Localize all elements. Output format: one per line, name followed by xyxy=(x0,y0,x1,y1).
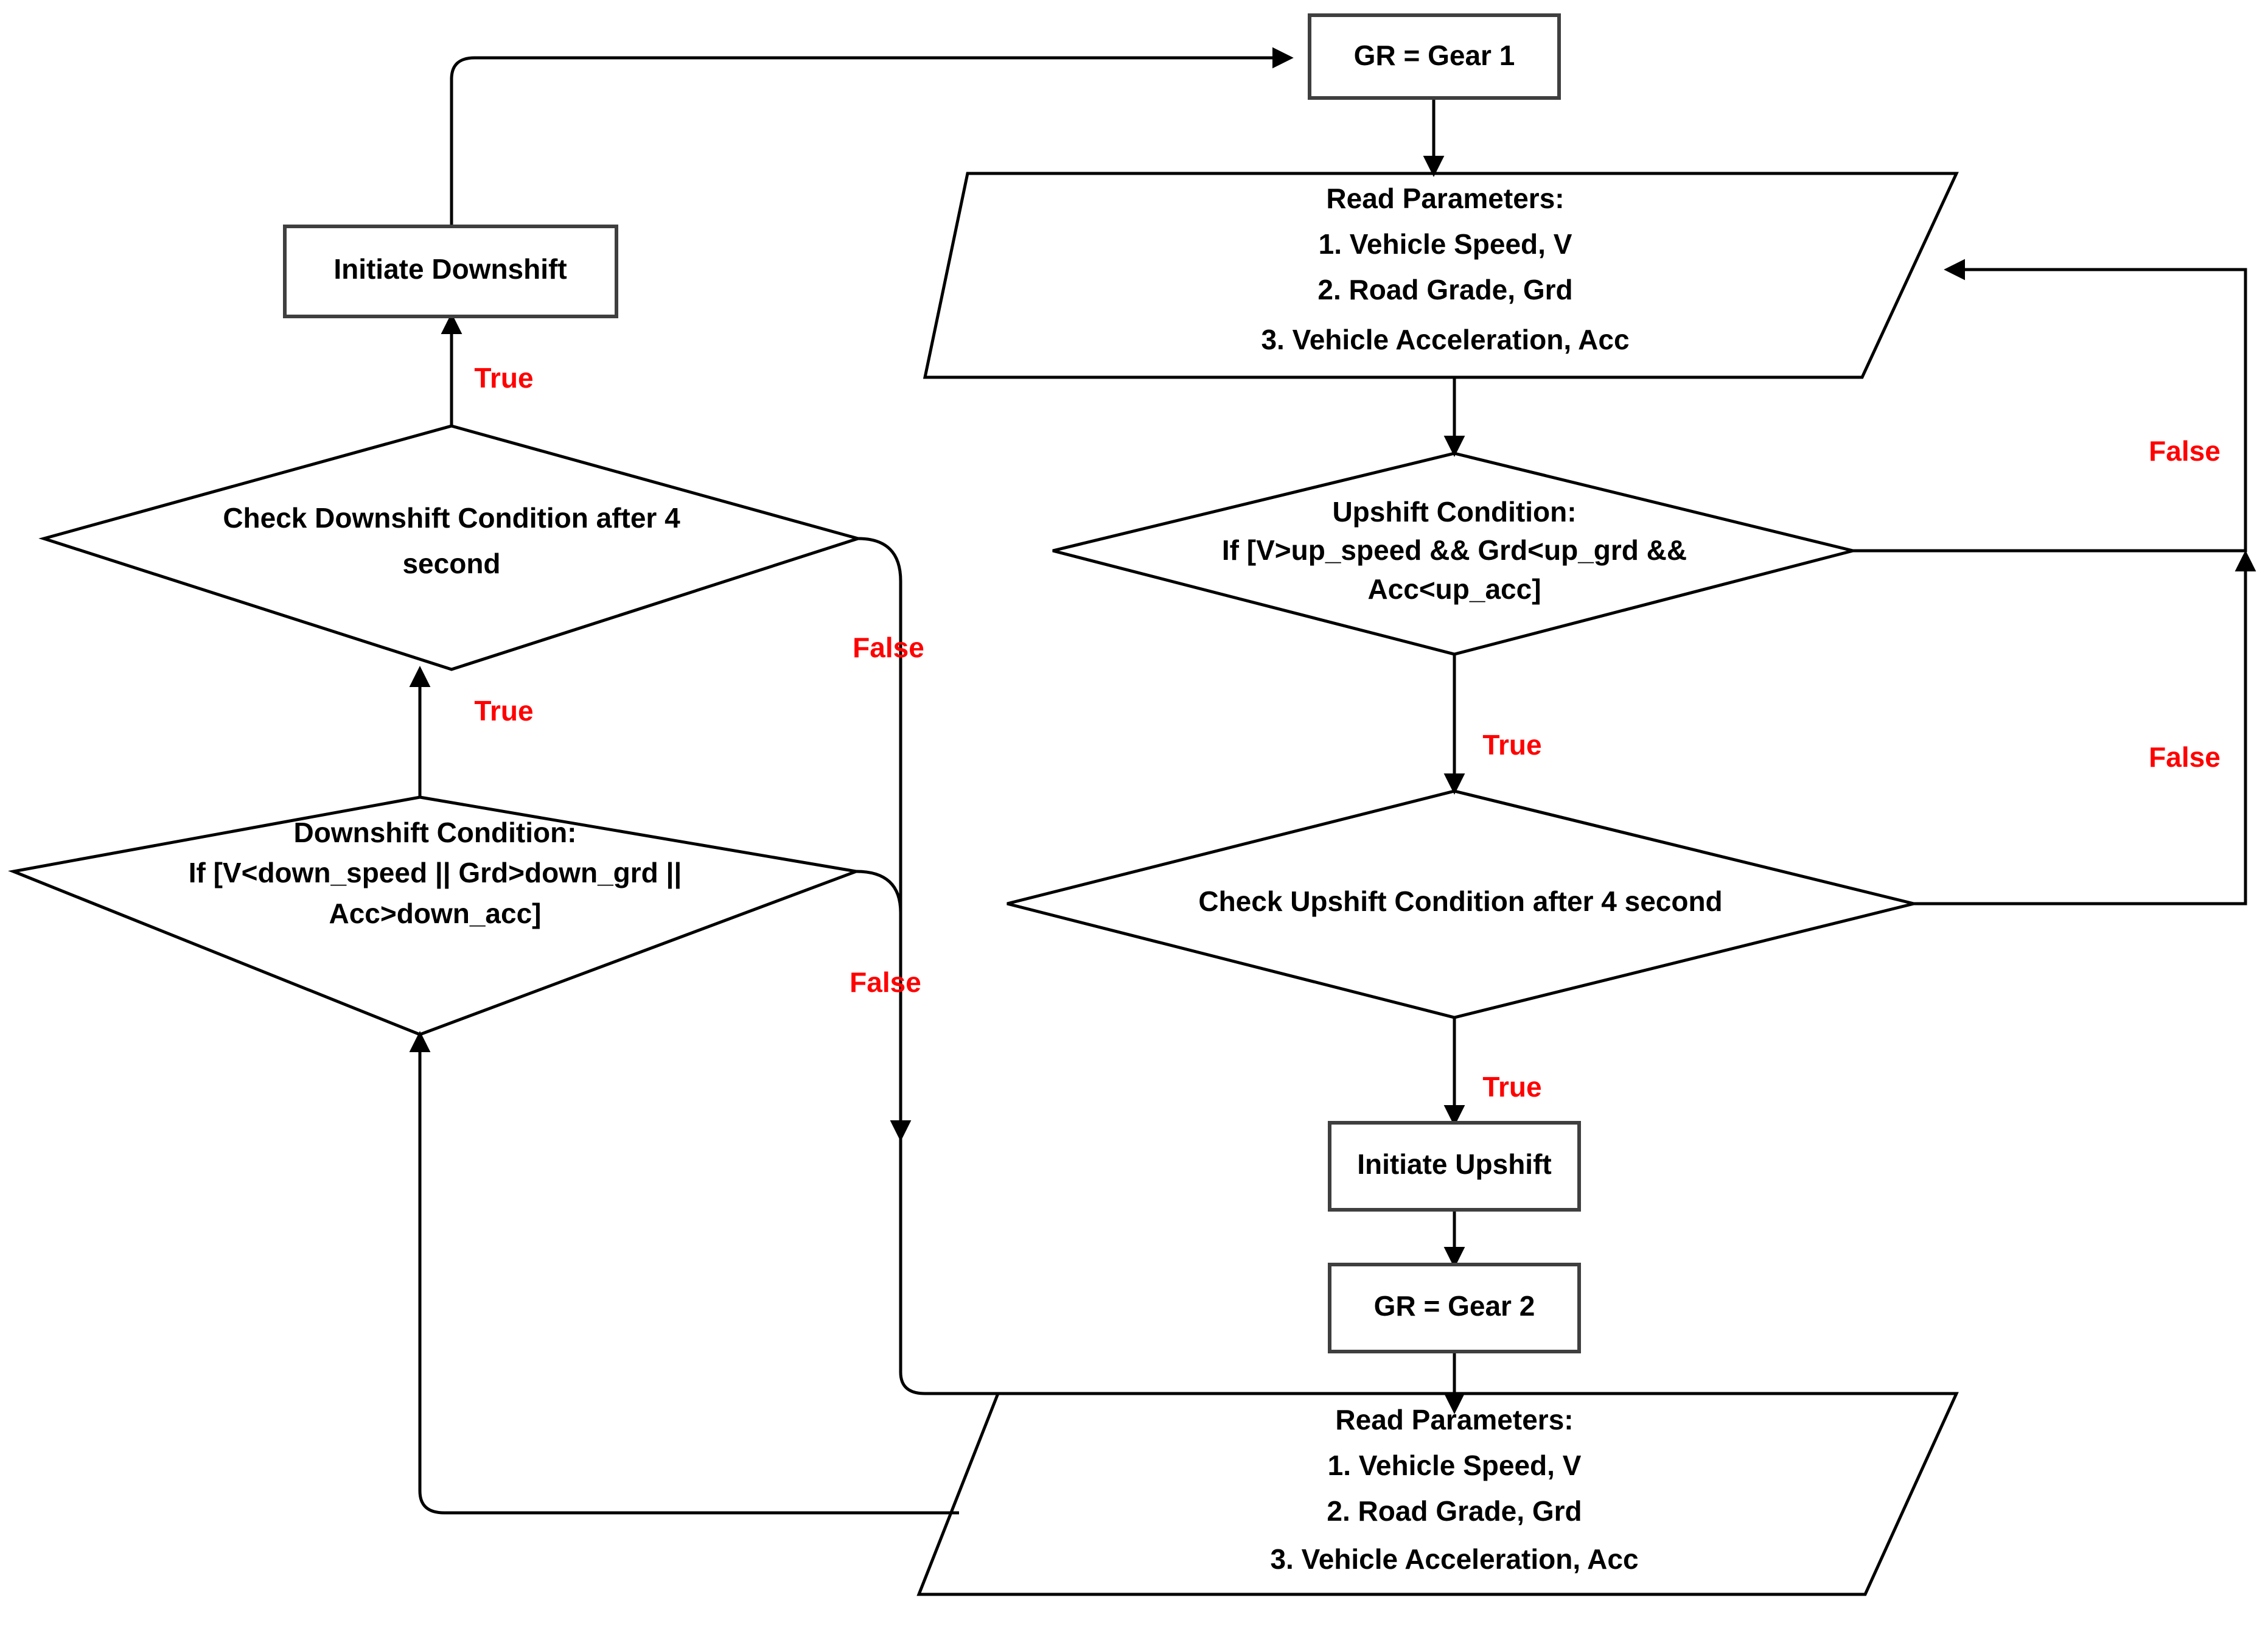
edge-label-upshift-cond-true: True xyxy=(1482,729,1541,761)
edge-label-check-upshift-false: False xyxy=(2149,741,2221,773)
gear1-label: GR = Gear 1 xyxy=(1354,40,1515,71)
read-params-bottom-line-2: 2. Road Grade, Grd xyxy=(1327,1495,1582,1527)
initiate-downshift-box[interactable] xyxy=(283,225,618,318)
edge-middle-bus-to-read-bottom xyxy=(899,1138,1454,1395)
downshift-condition-shape[interactable] xyxy=(8,795,862,1036)
gear1-box[interactable] xyxy=(1308,13,1561,100)
upshift-condition-shape[interactable] xyxy=(1052,452,1854,656)
edge-check-upshift-false xyxy=(1914,550,2256,905)
initiate-upshift-label: Initiate Upshift xyxy=(1357,1148,1551,1180)
read-params-top-line-0: Read Parameters: xyxy=(1326,183,1564,214)
initiate-upshift-box[interactable] xyxy=(1328,1121,1581,1212)
read-params-bottom-line-0: Read Parameters: xyxy=(1335,1404,1573,1436)
node-gear2[interactable]: GR = Gear 2 xyxy=(1328,1263,1581,1353)
initiate-downshift-label: Initiate Downshift xyxy=(333,253,567,285)
read-params-top-line-1: 1. Vehicle Speed, V xyxy=(1319,228,1572,260)
edge-initiate-downshift-to-gear1 xyxy=(450,47,1294,226)
edge-upshift-cond-false xyxy=(1853,259,2247,553)
read-params-top-shape[interactable] xyxy=(923,172,1959,379)
node-check-upshift[interactable]: Check Upshift Condition after 4 second xyxy=(1007,789,1914,1019)
read-params-bottom-line-3: 3. Vehicle Acceleration, Acc xyxy=(1270,1543,1638,1575)
edge-label-upshift-cond-false: False xyxy=(2149,435,2221,467)
upshift-condition-line-1: If [V>up_speed && Grd<up_grd && xyxy=(1222,534,1687,566)
downshift-condition-line-1: If [V<down_speed || Grd>down_grd || xyxy=(189,857,682,888)
downshift-condition-line-0: Downshift Condition: xyxy=(294,817,577,848)
read-params-bottom-line-1: 1. Vehicle Speed, V xyxy=(1328,1450,1582,1481)
read-params-top-line-2: 2. Road Grade, Grd xyxy=(1317,274,1572,305)
read-params-top-line-3: 3. Vehicle Acceleration, Acc xyxy=(1261,324,1629,355)
downshift-condition-line-2: Acc>down_acc] xyxy=(329,898,542,929)
edge-label-check-upshift-true: True xyxy=(1482,1071,1541,1103)
check-downshift-line-1: second xyxy=(402,548,500,579)
gear2-box[interactable] xyxy=(1328,1263,1581,1353)
edge-label-check-downshift-false: False xyxy=(853,632,924,663)
edge-label-downshift-cond-true: True xyxy=(474,695,533,727)
upshift-condition-line-0: Upshift Condition: xyxy=(1332,496,1576,528)
check-downshift-shape[interactable] xyxy=(38,424,864,671)
edge-check-downshift-false xyxy=(857,537,912,1142)
read-params-bottom-shape[interactable] xyxy=(916,1392,1959,1596)
edge-label-downshift-cond-false: False xyxy=(850,966,921,998)
node-initiate-downshift[interactable]: Initiate Downshift xyxy=(283,225,618,318)
edge-downshift-cond-false xyxy=(856,870,902,1138)
node-downshift-condition[interactable]: Downshift Condition: If [V<down_speed ||… xyxy=(8,795,862,1036)
node-upshift-condition[interactable]: Upshift Condition: If [V>up_speed && Grd… xyxy=(1052,452,1854,656)
node-read-params-top[interactable]: Read Parameters: 1. Vehicle Speed, V 2. … xyxy=(923,172,1959,379)
check-downshift-line-0: Check Downshift Condition after 4 xyxy=(223,502,680,534)
check-upshift-line-0: Check Upshift Condition after 4 second xyxy=(1198,885,1722,917)
gear2-label: GR = Gear 2 xyxy=(1374,1290,1535,1322)
node-read-params-bottom[interactable]: Read Parameters: 1. Vehicle Speed, V 2. … xyxy=(916,1392,1959,1596)
node-check-downshift[interactable]: Check Downshift Condition after 4 second xyxy=(38,424,864,671)
check-upshift-shape[interactable] xyxy=(1007,789,1914,1019)
edge-read-bottom-to-downshift-cond xyxy=(409,1031,959,1515)
node-initiate-upshift[interactable]: Initiate Upshift xyxy=(1328,1121,1581,1212)
upshift-condition-line-2: Acc<up_acc] xyxy=(1367,573,1541,605)
edge-label-check-downshift-true: True xyxy=(474,362,533,394)
node-gear1[interactable]: GR = Gear 1 xyxy=(1308,13,1561,100)
